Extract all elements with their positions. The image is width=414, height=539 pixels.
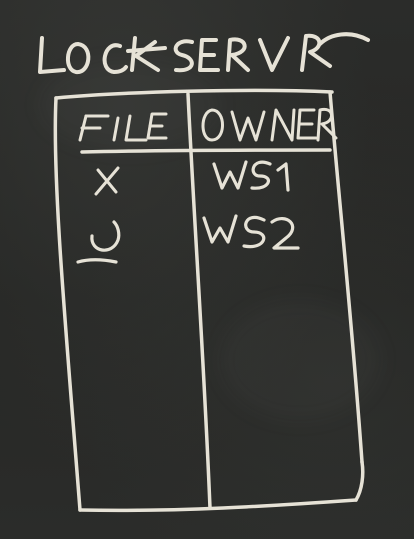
row2-file-y	[76, 220, 121, 264]
row2-owner-ws2	[202, 214, 300, 250]
header-owner	[201, 107, 338, 142]
title-lockserver	[38, 32, 370, 74]
header-file	[78, 112, 168, 142]
row1-file-x	[94, 166, 120, 196]
table-outline	[53, 88, 365, 513]
row1-owner-ws1	[212, 160, 290, 192]
